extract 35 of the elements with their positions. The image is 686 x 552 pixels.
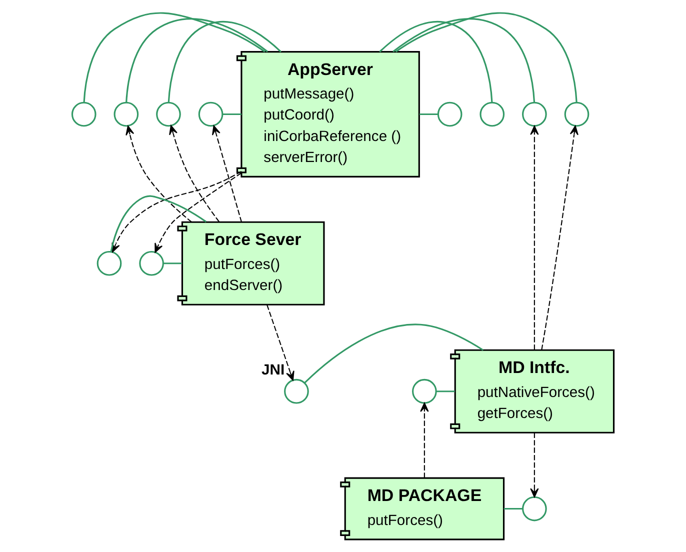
- node-circle: [114, 102, 139, 127]
- connector: [379, 21, 493, 103]
- arrow: [530, 432, 539, 498]
- connector: [304, 324, 484, 384]
- node-circle: [564, 102, 590, 127]
- node-circle: [522, 496, 547, 522]
- node-circle: [198, 102, 224, 127]
- node-circle: [71, 102, 96, 127]
- node-circle: [437, 102, 462, 127]
- connector: [163, 262, 182, 264]
- connector: [83, 12, 266, 103]
- connector: [419, 113, 438, 116]
- connector: [395, 12, 578, 103]
- arrow: [169, 125, 220, 222]
- connector: [436, 390, 455, 392]
- arrow: [420, 402, 429, 478]
- node-label: JNI: [262, 362, 285, 379]
- node-circle: [156, 102, 181, 127]
- node-circle: [412, 378, 437, 404]
- arrow: [126, 126, 192, 222]
- arrow: [154, 172, 242, 253]
- connector: [126, 18, 268, 103]
- connector: [504, 508, 523, 510]
- connector: [392, 18, 536, 103]
- node-circle: [96, 250, 122, 276]
- node-circle: [284, 378, 309, 404]
- arrow: [266, 304, 294, 381]
- connector: [222, 113, 242, 116]
- connector: [168, 21, 282, 103]
- arrow: [541, 125, 578, 350]
- arrow: [212, 125, 242, 222]
- arrow: [530, 126, 539, 350]
- node-circle: [480, 102, 505, 127]
- node-circle: [522, 102, 547, 127]
- node-circle: [139, 250, 164, 276]
